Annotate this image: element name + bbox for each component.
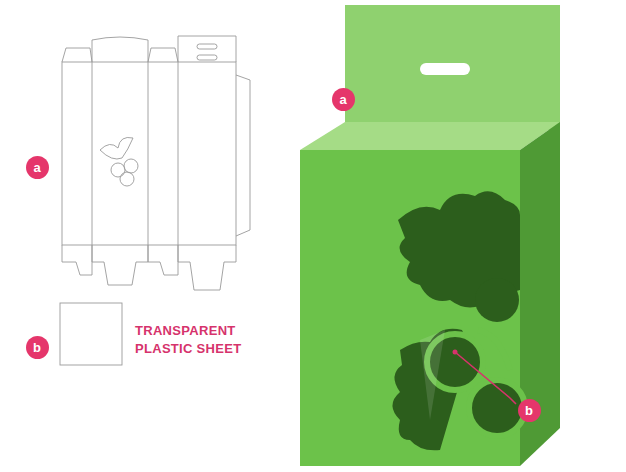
leader-line	[453, 350, 517, 405]
callout-circle: b	[26, 336, 49, 359]
plastic-sheet	[60, 303, 122, 365]
box-3d	[300, 5, 560, 466]
dieline	[60, 36, 250, 365]
callout-letter: b	[26, 336, 49, 359]
holly-window	[393, 191, 526, 450]
callout-letter: a	[26, 156, 49, 179]
callout-letter: a	[332, 88, 355, 111]
part-label: TRANSPARENT PLASTIC SHEET	[135, 322, 270, 357]
callout-circle: a	[332, 88, 355, 111]
callout-letter: b	[518, 399, 541, 422]
callout-circle: a	[26, 156, 49, 179]
callout-circle: b	[518, 399, 541, 422]
